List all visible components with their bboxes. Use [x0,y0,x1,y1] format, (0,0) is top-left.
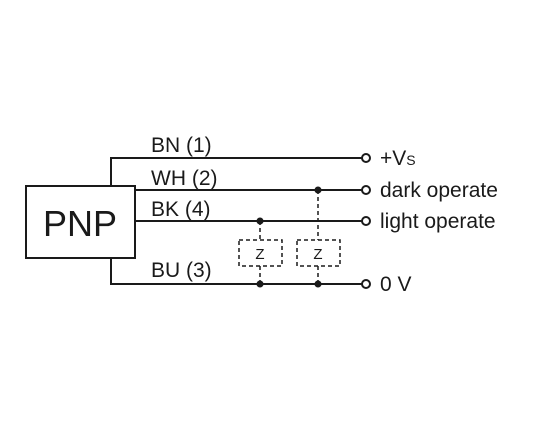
junction-bk-bottom [256,280,264,288]
wire-wh-label: WH (2) [151,167,218,190]
wire-bu: BU (3) 0 V [110,258,412,296]
load-bk: Z [238,217,283,288]
wire-bk: BK (4) light operate [135,198,496,233]
load-bk-label: Z [255,246,264,263]
wire-wh: WH (2) dark operate [135,167,498,202]
junction-wh-bottom [314,280,322,288]
load-bk-box [238,239,283,267]
wire-bu-label: BU (3) [151,259,212,282]
wire-bn-label: BN (1) [151,134,212,157]
terminal-bu [361,279,371,289]
terminal-bn-label: +VS [380,147,416,170]
load-wh-box [296,239,341,267]
terminal-wh-label: dark operate [380,179,498,202]
pnp-device-label: PNP [43,203,117,244]
load-wh: Z [296,186,341,288]
pnp-device: PNP [25,185,136,259]
terminal-bk-label: light operate [380,210,496,233]
terminal-bk [361,216,371,226]
terminal-bn [361,153,371,163]
terminal-wh [361,185,371,195]
terminal-bu-label: 0 V [380,273,412,296]
wire-bn: BN (1) +VS [110,134,416,186]
wire-bk-label: BK (4) [151,198,211,221]
load-wh-label: Z [313,246,322,263]
pnp-device-box [25,185,136,259]
